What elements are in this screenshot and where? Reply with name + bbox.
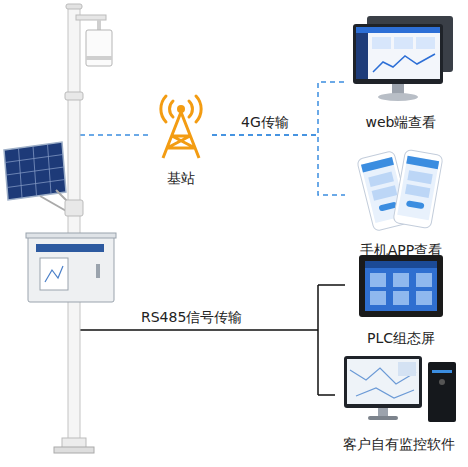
node-caption: PLC组态屏 xyxy=(367,330,435,347)
phone-body xyxy=(393,149,443,228)
node-caption: 基站 xyxy=(167,170,195,187)
control-box xyxy=(26,233,116,302)
device-illustration xyxy=(150,92,212,160)
signal-label: RS485信号传输 xyxy=(138,309,245,326)
solar-panel xyxy=(4,142,83,216)
phone-card xyxy=(407,170,432,184)
pc-panel xyxy=(398,362,416,376)
panel-tile xyxy=(370,273,386,287)
panel-header xyxy=(365,261,437,268)
edge-label: 4G传输 xyxy=(238,114,292,131)
phone-card xyxy=(368,172,394,188)
computer-icon xyxy=(344,356,456,422)
pc-light xyxy=(432,370,452,373)
device-node: 客户自有监控软件 xyxy=(336,350,462,453)
rs485-wire xyxy=(74,285,345,395)
screen-card xyxy=(372,37,391,49)
control-box-body xyxy=(28,236,114,302)
pc-stand xyxy=(378,408,388,416)
control-box-roof xyxy=(26,233,116,238)
rain-sensor xyxy=(86,30,112,66)
monitor-bezel xyxy=(353,24,443,84)
wireless-connector xyxy=(212,82,345,135)
pole xyxy=(68,6,80,446)
monitor-icon xyxy=(353,16,453,101)
panel-tile xyxy=(416,273,432,287)
device-illustration xyxy=(345,14,457,106)
panel-tile xyxy=(370,291,386,305)
panel-frame xyxy=(359,255,443,317)
device-illustration xyxy=(336,350,462,426)
tower-icon xyxy=(161,96,201,158)
panel-tile xyxy=(393,273,409,287)
pc-monitor xyxy=(344,356,422,408)
panel-tile xyxy=(416,291,432,305)
solar-cell-grid xyxy=(5,144,65,198)
control-box-plate xyxy=(36,244,104,252)
monitor-foot xyxy=(378,93,418,101)
pc-tower xyxy=(428,362,456,422)
screen-card xyxy=(416,37,435,49)
control-box-window xyxy=(40,258,68,290)
phone xyxy=(393,149,443,228)
monitor-stand xyxy=(392,84,404,94)
phone-card xyxy=(405,184,430,198)
pole-collar xyxy=(65,92,83,100)
wireless-link xyxy=(80,134,152,136)
tower-antenna xyxy=(177,105,185,113)
pole-cap xyxy=(66,4,82,9)
screen-card xyxy=(394,37,413,49)
screen-sidebar xyxy=(356,33,368,79)
device-node: 手机APP查看 xyxy=(345,146,457,259)
device-node: 基站 xyxy=(150,92,212,187)
phone-button xyxy=(406,200,425,209)
phone-icon xyxy=(357,149,444,231)
pc-screen xyxy=(347,359,419,404)
node-caption: web端查看 xyxy=(366,114,437,131)
wireless-connector xyxy=(212,135,345,195)
device-node: web端查看 xyxy=(345,14,457,131)
touch-panel-icon xyxy=(359,255,443,317)
tower-legs xyxy=(163,112,199,158)
phone-card xyxy=(372,185,398,201)
device-illustration xyxy=(345,252,457,322)
screen-chart xyxy=(373,54,435,72)
base-plate xyxy=(54,447,94,453)
sensor-band xyxy=(86,56,112,60)
monitor-screen xyxy=(356,27,440,79)
pole-clamp xyxy=(65,200,83,216)
pc-foot xyxy=(368,416,398,420)
phone-screen xyxy=(397,156,439,221)
control-box-latch xyxy=(96,264,100,278)
signal-waves xyxy=(161,96,201,122)
pc-button xyxy=(439,379,445,385)
panel-screen xyxy=(365,261,437,311)
sensor-rod xyxy=(97,20,101,30)
node-caption: 客户自有监控软件 xyxy=(343,436,455,453)
control-box-graph xyxy=(45,266,63,282)
device-node: PLC组态屏 xyxy=(345,252,457,347)
phone-bar xyxy=(406,156,439,169)
device-illustration xyxy=(345,146,457,234)
sensor-arm xyxy=(76,15,106,20)
panel-tile xyxy=(393,291,409,305)
screen-header xyxy=(356,27,440,33)
phone-bar xyxy=(361,157,394,173)
